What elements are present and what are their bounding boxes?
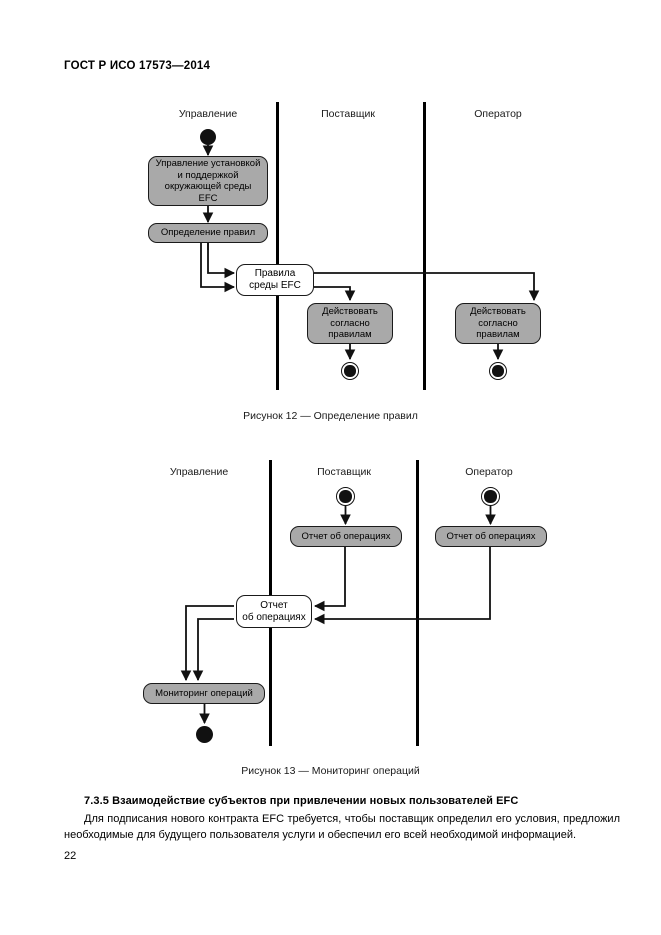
figure-12-lane-divider-1 xyxy=(276,102,279,390)
figure-12-lane-divider-2 xyxy=(423,102,426,390)
section-heading-7-3-5: 7.3.5 Взаимодействие субъектов при привл… xyxy=(84,795,519,807)
figure-13-activity-operations-report-operator[interactable]: Отчет об операциях xyxy=(435,526,547,547)
figure-12-caption: Рисунок 12 — Определение правил xyxy=(243,410,418,422)
section-paragraph-7-3-5: Для подписания нового контракта EFC треб… xyxy=(64,813,620,841)
figure-12-final-node-operator xyxy=(489,362,507,380)
figure-12-lane-label-management: Управление xyxy=(178,108,238,120)
figure-13-final-node-management xyxy=(196,726,213,743)
figure-12-diagram: Управление Поставщик Оператор Управление… xyxy=(0,100,661,400)
figure-13-lane-label-management: Управление xyxy=(169,466,229,478)
figure-12-activity-define-rules[interactable]: Определение правил xyxy=(148,223,268,243)
figure-13-initial-node-supplier xyxy=(336,487,355,506)
figure-12-initial-node xyxy=(200,129,216,145)
figure-13-activity-operations-report-supplier[interactable]: Отчет об операциях xyxy=(290,526,402,547)
figure-13-lane-label-supplier: Поставщик xyxy=(317,466,371,478)
figure-12-final-node-supplier xyxy=(341,362,359,380)
figure-13-activity-operations-monitoring[interactable]: Мониторинг операций xyxy=(143,683,265,704)
figure-13: Управление Поставщик Оператор Отчет об о… xyxy=(0,458,661,777)
document-header-standard-number: ГОСТ Р ИСО 17573—2014 xyxy=(64,60,211,72)
figure-13-caption: Рисунок 13 — Мониторинг операций xyxy=(241,765,420,777)
figure-12-lane-label-supplier: Поставщик xyxy=(321,108,375,120)
figure-13-connectors xyxy=(180,506,496,725)
page-number: 22 xyxy=(64,850,77,862)
figure-12: Управление Поставщик Оператор Управление… xyxy=(0,100,661,422)
figure-13-diagram: Управление Поставщик Оператор Отчет об о… xyxy=(0,458,661,748)
figure-12-lane-label-operator: Оператор xyxy=(474,108,522,120)
figure-13-lane-label-operator: Оператор xyxy=(465,466,513,478)
figure-12-connectors xyxy=(200,145,540,361)
figure-13-lane-divider-2 xyxy=(416,460,419,746)
figure-13-initial-node-operator xyxy=(481,487,500,506)
